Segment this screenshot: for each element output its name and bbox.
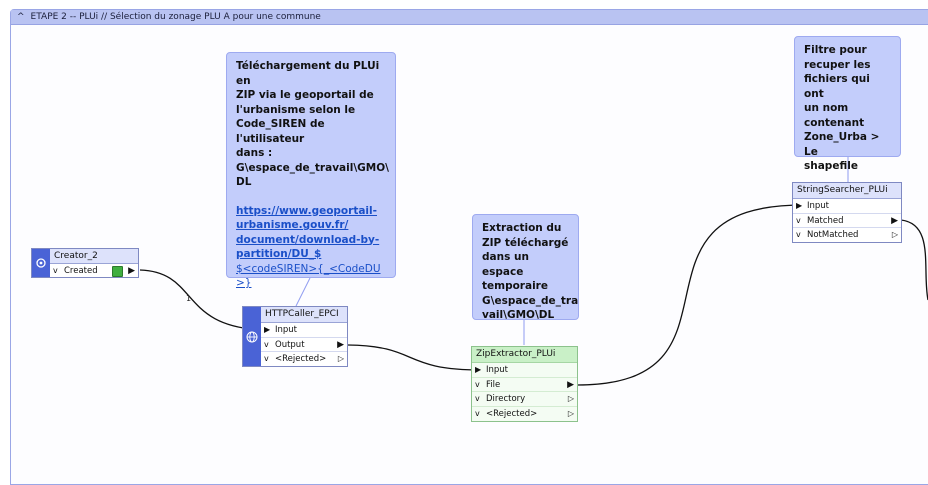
stringsearcher-port-notmatched[interactable]: v NotMatched ▷	[793, 228, 901, 243]
annotation-line: contenant	[804, 116, 865, 129]
port-label: Input	[486, 365, 509, 375]
annotation-line: ZIP via le geoportail de	[236, 89, 374, 101]
annotation-line: Téléchargement du PLUi en	[236, 60, 380, 87]
chevron-down-icon[interactable]: v	[796, 215, 801, 225]
download-url-link[interactable]: document/download-by-	[236, 233, 380, 246]
httpcaller-port-input[interactable]: ▶ Input	[261, 323, 347, 338]
annotation-line: G\espace_de_tra	[482, 294, 579, 307]
chevron-down-icon[interactable]: v	[264, 339, 269, 349]
output-badge-icon	[112, 266, 123, 277]
annotation-line: un nom	[804, 102, 849, 114]
port-label: Directory	[486, 394, 526, 404]
stringsearcher-port-input[interactable]: ▶ Input	[793, 199, 901, 214]
chevron-down-icon[interactable]: v	[53, 266, 58, 275]
annotation-line: temporaire	[482, 280, 548, 292]
zipextractor-title: ZipExtractor_PLUi	[472, 347, 577, 363]
annotation-line: Extraction du	[482, 222, 562, 234]
zipextractor-port-directory[interactable]: v Directory ▷	[472, 392, 577, 407]
creator-transformer[interactable]: Creator_2 v Created ▶	[31, 248, 139, 278]
annotation-line: shapefile	[804, 160, 858, 172]
annotation-line: ZIP téléchargé	[482, 236, 569, 249]
output-port-arrow-icon[interactable]: ▶	[567, 379, 574, 390]
download-url-link[interactable]: https://www.geoportail-	[236, 204, 377, 217]
download-url-link[interactable]: partition/DU_$	[236, 248, 322, 260]
output-port-arrow-icon[interactable]: ▶	[891, 215, 898, 226]
chevron-down-icon[interactable]: v	[264, 354, 269, 363]
annotation-line: dans :	[236, 147, 273, 159]
annotation-download[interactable]: Téléchargement du PLUi en ZIP via le geo…	[226, 52, 396, 289]
creator-icon	[32, 249, 50, 277]
zipextractor-transformer[interactable]: ZipExtractor_PLUi ▶ Input v File ▶ v Dir…	[471, 346, 578, 422]
chevron-up-icon[interactable]: ^	[17, 11, 25, 22]
chevron-down-icon[interactable]: v	[475, 394, 480, 403]
download-url-link[interactable]: urbanisme.gouv.fr/	[236, 219, 349, 231]
port-label: File	[486, 379, 501, 390]
input-port-arrow-icon[interactable]: ▶	[475, 365, 482, 374]
creator-title: Creator_2	[50, 249, 138, 264]
download-url-parameter[interactable]: $<codeSIREN>{_<CodeDU	[236, 262, 381, 275]
output-port-hollow-arrow-icon[interactable]: ▷	[337, 354, 344, 363]
connection-zipextractor-to-stringsearcher[interactable]	[576, 204, 807, 386]
port-label: Input	[807, 201, 830, 211]
output-port-arrow-icon[interactable]: ▶	[337, 339, 344, 350]
bookmark-header[interactable]: ^ ETAPE 2 -- PLUi // Sélection du zonage…	[11, 10, 928, 25]
output-port-hollow-arrow-icon[interactable]: ▷	[567, 394, 574, 403]
annotation-line: l'urbanisme selon le	[236, 103, 356, 116]
chevron-down-icon[interactable]: v	[475, 408, 480, 418]
output-port-arrow-icon[interactable]: ▶	[128, 266, 135, 276]
annotation-line: Code_SIREN de l'utilisateur	[236, 118, 325, 145]
chevron-down-icon[interactable]: v	[796, 230, 801, 239]
annotation-filter[interactable]: Filtre pour recuper les fichiers qui ont…	[794, 36, 901, 172]
port-label: Input	[275, 325, 298, 335]
annotation-line: fichiers qui ont	[804, 73, 870, 100]
stringsearcher-port-matched[interactable]: v Matched ▶	[793, 214, 901, 228]
connection-count-label: 1	[186, 294, 192, 303]
output-port-hollow-arrow-icon[interactable]: ▷	[891, 230, 898, 239]
port-label: NotMatched	[807, 230, 859, 240]
stringsearcher-title: StringSearcher_PLUi	[793, 183, 901, 199]
globe-icon	[243, 307, 261, 366]
chevron-down-icon[interactable]: v	[475, 379, 480, 389]
annotation-line: dans un espace	[482, 251, 529, 278]
connection-creator-to-httpcaller[interactable]	[139, 269, 269, 331]
input-port-arrow-icon[interactable]: ▶	[264, 325, 271, 334]
httpcaller-title: HTTPCaller_EPCI	[261, 307, 347, 323]
connection-matched-out[interactable]	[900, 219, 928, 301]
annotation-line: Zone_Urba > Le	[804, 131, 880, 158]
httpcaller-transformer[interactable]: HTTPCaller_EPCI ▶ Input v Output ▶ v <Re…	[242, 306, 348, 367]
httpcaller-port-rejected[interactable]: v <Rejected> ▷	[261, 352, 347, 367]
stringsearcher-transformer[interactable]: StringSearcher_PLUi ▶ Input v Matched ▶ …	[792, 182, 902, 243]
port-label: Output	[275, 339, 305, 350]
download-url-parameter[interactable]: >}	[236, 277, 252, 289]
connection-httpcaller-to-zipextractor[interactable]	[347, 344, 483, 371]
port-label: Created	[64, 266, 98, 276]
zipextractor-port-file[interactable]: v File ▶	[472, 377, 577, 392]
bookmark-title: ETAPE 2 -- PLUi // Sélection du zonage P…	[30, 12, 321, 22]
annotation-line: Filtre pour	[804, 44, 867, 56]
port-label: Matched	[807, 215, 844, 226]
annotation-extraction[interactable]: Extraction du ZIP téléchargé dans un esp…	[472, 214, 579, 321]
annotation-line: vail\GMO\DL	[482, 309, 555, 321]
creator-port-created[interactable]: v Created ▶	[50, 264, 138, 278]
httpcaller-port-output[interactable]: v Output ▶	[261, 338, 347, 352]
port-label: <Rejected>	[275, 354, 327, 364]
annotation-line: DL	[236, 176, 252, 188]
bookmark-etape-2[interactable]: ^ ETAPE 2 -- PLUi // Sélection du zonage…	[10, 9, 928, 485]
zipextractor-port-rejected[interactable]: v <Rejected> ▷	[472, 406, 577, 421]
port-label: <Rejected>	[486, 408, 538, 419]
output-port-hollow-arrow-icon[interactable]: ▷	[567, 408, 574, 418]
annotation-line: recuper les	[804, 58, 871, 71]
zipextractor-port-input[interactable]: ▶ Input	[472, 363, 577, 378]
annotation-tail-download	[295, 277, 311, 307]
annotation-line: G\espace_de_travail\GMO\	[236, 161, 389, 174]
input-port-arrow-icon[interactable]: ▶	[796, 201, 803, 210]
